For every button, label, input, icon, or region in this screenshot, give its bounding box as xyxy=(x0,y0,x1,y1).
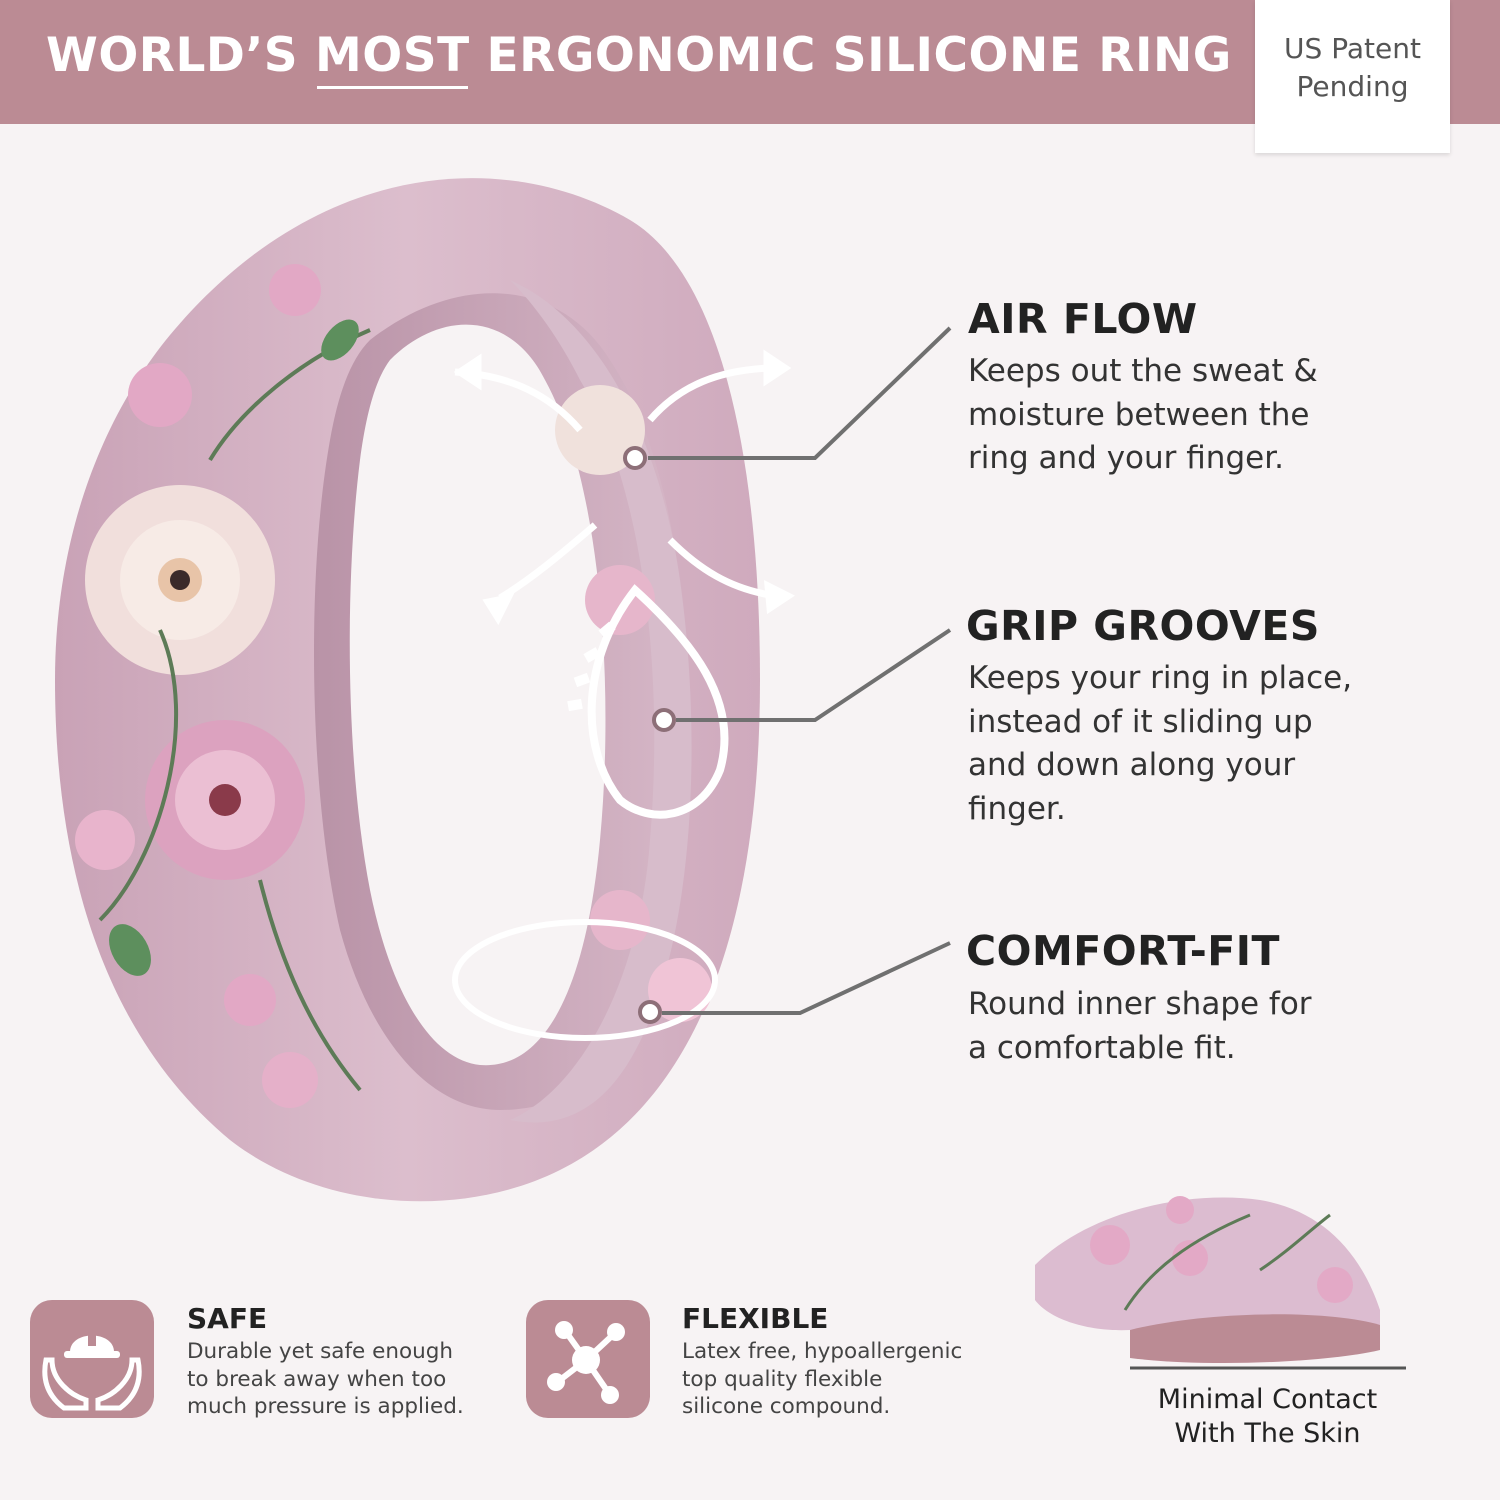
cross-section-caption: Minimal Contact With The Skin xyxy=(1120,1383,1415,1451)
safe-line-1: Durable yet safe enough xyxy=(187,1339,454,1364)
title-part-2: ERGONOMIC SILICONE RING xyxy=(469,28,1232,83)
patent-line-2: Pending xyxy=(1296,70,1409,103)
safe-icon-tile xyxy=(30,1300,154,1418)
feature-desc-airflow: Keeps out the sweat & moisture between t… xyxy=(968,350,1438,481)
grip-line-3: and down along your xyxy=(968,747,1296,783)
ring-cross-section-image xyxy=(1035,1196,1406,1370)
grip-marker xyxy=(652,708,676,732)
patent-badge: US Patent Pending xyxy=(1255,0,1450,153)
feature-desc-grip: Keeps your ring in place, instead of it … xyxy=(968,657,1438,831)
safe-title: SAFE xyxy=(187,1302,268,1335)
airflow-marker xyxy=(623,446,647,470)
flexible-desc: Latex free, hypoallergenic top quality f… xyxy=(682,1338,992,1421)
feature-desc-comfort: Round inner shape for a comfortable fit. xyxy=(968,983,1438,1070)
comfort-marker xyxy=(638,1000,662,1024)
flexible-line-3: silicone compound. xyxy=(682,1394,891,1419)
page-title: WORLD’S MOST ERGONOMIC SILICONE RING xyxy=(46,28,1232,89)
safe-line-2: to break away when too xyxy=(187,1366,447,1392)
patent-line-1: US Patent xyxy=(1284,32,1421,65)
title-underlined-word: MOST xyxy=(315,28,470,89)
feature-title-comfort: COMFORT-FIT xyxy=(966,927,1281,975)
airflow-line-1: Keeps out the sweat & xyxy=(968,353,1318,389)
airflow-line-2: moisture between the xyxy=(968,396,1310,433)
molecule-icon xyxy=(547,1321,625,1404)
flexible-icon-tile xyxy=(526,1300,650,1418)
grip-line-4: finger. xyxy=(968,790,1066,827)
feature-title-airflow: AIR FLOW xyxy=(968,295,1198,343)
safe-desc: Durable yet safe enough to break away wh… xyxy=(187,1338,497,1421)
header-banner: WORLD’S MOST ERGONOMIC SILICONE RING xyxy=(0,0,1500,124)
flexible-title: FLEXIBLE xyxy=(682,1302,829,1335)
flexible-line-2: top quality flexible xyxy=(682,1366,883,1392)
title-part-1: WORLD’S xyxy=(46,28,316,83)
caption-line-1: Minimal Contact xyxy=(1157,1384,1378,1415)
grip-line-2: instead of it sliding up xyxy=(968,703,1313,740)
airflow-line-3: ring and your finger. xyxy=(968,440,1284,476)
grip-groove-dashes xyxy=(567,621,616,712)
safe-line-3: much pressure is applied. xyxy=(187,1394,464,1419)
grip-line-1: Keeps your ring in place, xyxy=(968,660,1353,696)
caption-line-2: With The Skin xyxy=(1174,1418,1361,1449)
flexible-line-1: Latex free, hypoallergenic xyxy=(682,1339,963,1364)
floral-ring-image xyxy=(55,178,795,1202)
feature-title-grip: GRIP GROOVES xyxy=(966,602,1320,650)
hands-hardhat-icon xyxy=(42,1332,142,1411)
comfort-line-1: Round inner shape for xyxy=(968,986,1312,1022)
comfort-line-2: a comfortable fit. xyxy=(968,1029,1236,1066)
